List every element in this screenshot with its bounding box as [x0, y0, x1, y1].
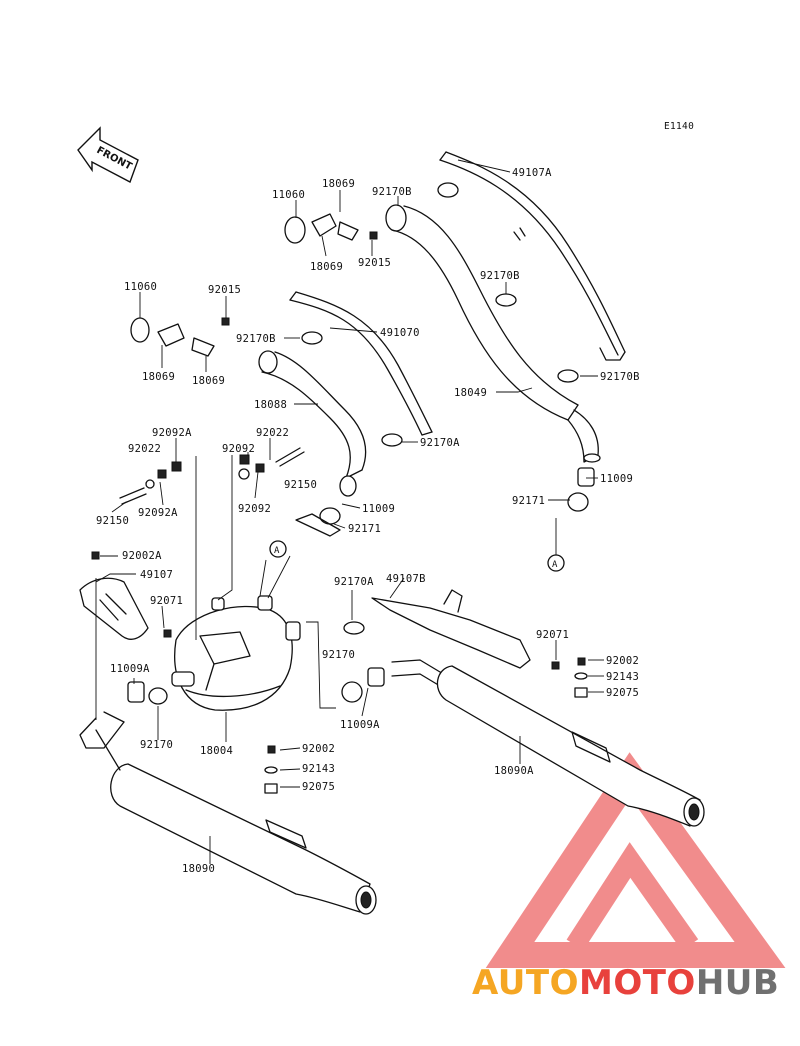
- callout-a-left: A: [269, 540, 287, 558]
- upper-small-parts: [130, 182, 595, 537]
- label-11060-b: 11060: [124, 281, 157, 293]
- front-arrow: FRONT: [77, 126, 139, 183]
- label-92071-b: 92071: [536, 629, 569, 641]
- label-92143-a: 92143: [606, 671, 639, 683]
- label-11009-a: 11009: [600, 473, 633, 485]
- label-18049: 18049: [454, 387, 487, 399]
- label-49107B: 49107B: [386, 573, 426, 585]
- bolts-washers: [119, 447, 305, 505]
- label-11060-a: 11060: [272, 189, 305, 201]
- label-92015-a: 92015: [358, 257, 391, 269]
- label-92170B-b: 92170B: [480, 270, 520, 282]
- label-92170: 92170: [322, 649, 355, 661]
- label-92022-b: 92022: [256, 427, 289, 439]
- heat-cover-491070: [289, 291, 433, 436]
- callout-a-left-text: A: [274, 546, 280, 556]
- wordmark-auto: AUTO: [472, 963, 579, 1003]
- label-18069-c: 18069: [142, 371, 175, 383]
- label-92092A-b: 92092A: [138, 507, 178, 519]
- head-pipe-18088: [258, 350, 367, 497]
- heat-cover-49107A: [439, 151, 626, 361]
- label-18069-a: 18069: [322, 178, 355, 190]
- label-92075-b: 92075: [302, 781, 335, 793]
- automotohub-logo: [485, 752, 786, 968]
- wordmark-moto: MOTO: [579, 963, 696, 1003]
- label-92170B-a: 92170B: [372, 186, 412, 198]
- wordmark-hub: HUB: [696, 963, 779, 1003]
- label-18090: 18090: [182, 863, 215, 875]
- automotohub-wordmark: AUTOMOTOHUB: [472, 963, 779, 1003]
- label-92092: 92092: [222, 443, 255, 455]
- callout-a-right: A: [547, 554, 565, 572]
- label-92002A: 92002A: [122, 550, 162, 562]
- muffler-chamber-18004: [171, 595, 301, 711]
- label-18069-b: 18069: [310, 261, 343, 273]
- heat-shield-49107: [79, 551, 172, 640]
- label-92171-b: 92171: [348, 523, 381, 535]
- label-92002-b: 92002: [302, 743, 335, 755]
- label-92015-b: 92015: [208, 284, 241, 296]
- svg-text:AUTOMOTOHUB: AUTOMOTOHUB: [472, 963, 779, 1003]
- silencer-18090: [95, 729, 377, 915]
- label-92143-b: 92143: [302, 763, 335, 775]
- label-491070: 491070: [380, 327, 420, 339]
- label-18069-d: 18069: [192, 375, 225, 387]
- label-18088: 18088: [254, 399, 287, 411]
- head-pipe-18049: [385, 204, 601, 463]
- diagram-code: E1140: [664, 121, 694, 132]
- leader-lines: [95, 159, 604, 864]
- label-18004: 18004: [200, 745, 233, 757]
- label-92170-b: 92170: [140, 739, 173, 751]
- label-92092A-a: 92092A: [152, 427, 192, 439]
- label-92150-b: 92150: [96, 515, 129, 527]
- label-11009-b: 11009: [362, 503, 395, 515]
- label-18090A: 18090A: [494, 765, 534, 777]
- label-49107: 49107: [140, 569, 173, 581]
- label-92002-a: 92002: [606, 655, 639, 667]
- label-92022-a: 92022: [128, 443, 161, 455]
- heat-shield-49107B: [371, 589, 560, 670]
- logo-triangle-outer: [485, 752, 786, 968]
- label-92150-a: 92150: [284, 479, 317, 491]
- label-92092-b: 92092: [238, 503, 271, 515]
- connector-pipe-left: [79, 681, 168, 749]
- silencer-18090A: [436, 657, 705, 827]
- label-92075-a: 92075: [606, 687, 639, 699]
- label-11009A-b: 11009A: [340, 719, 380, 731]
- label-92071-a: 92071: [150, 595, 183, 607]
- label-92170B-d: 92170B: [600, 371, 640, 383]
- label-49107A-top: 49107A: [512, 167, 552, 179]
- callout-a-right-text: A: [552, 560, 558, 570]
- logo-triangle-inner: [566, 842, 699, 951]
- label-92171-a: 92171: [512, 495, 545, 507]
- label-92170B-c: 92170B: [236, 333, 276, 345]
- label-92170A-b: 92170A: [334, 576, 374, 588]
- label-11009A-a: 11009A: [110, 663, 150, 675]
- label-92170A-a: 92170A: [420, 437, 460, 449]
- part-labels: 49107A 11060 18069 92170B 18069 92015 11…: [96, 167, 640, 875]
